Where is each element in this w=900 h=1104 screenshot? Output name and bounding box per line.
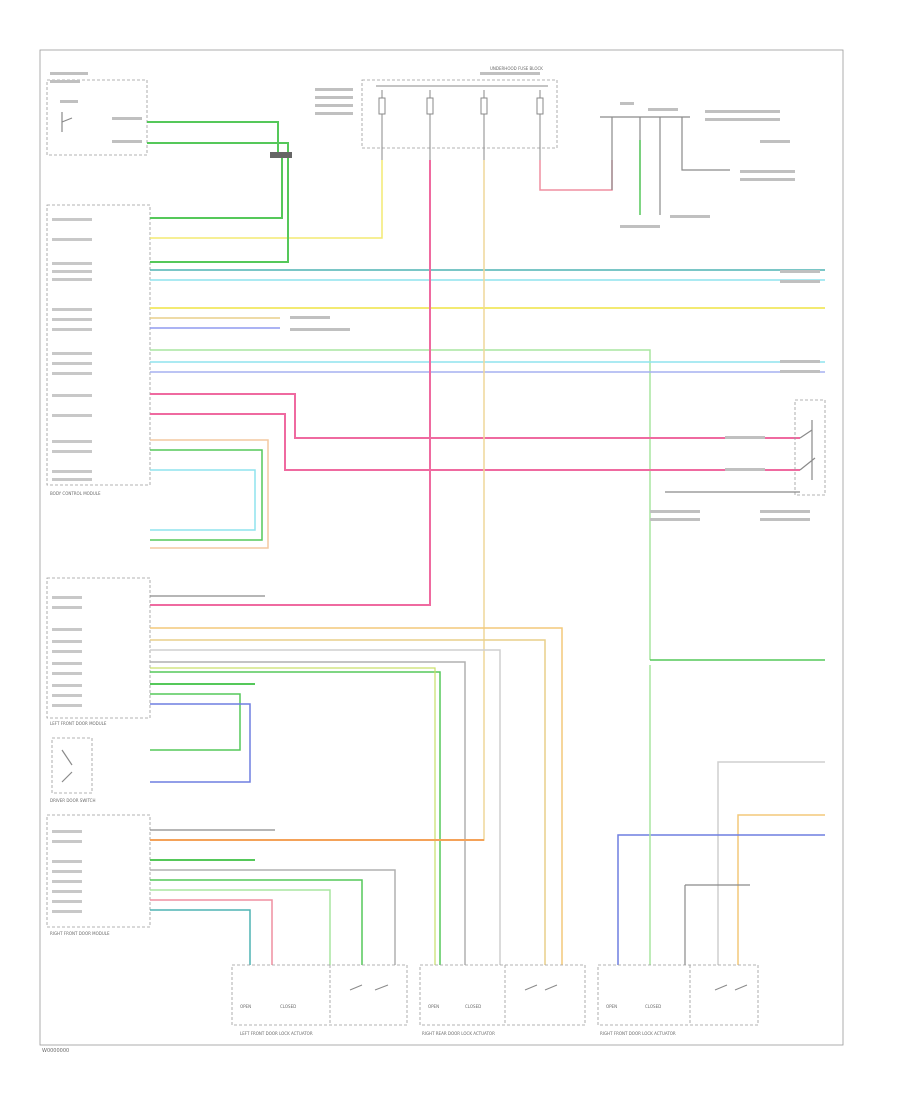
- wire-tan-br: [737, 814, 825, 965]
- wire-green-rf2: [150, 879, 363, 965]
- wire-tan-lf2: [150, 639, 546, 965]
- wire-blue-lf: [150, 703, 251, 783]
- bcm-caption: BODY CONTROL MODULE: [50, 491, 101, 496]
- wire-green-lf1: [150, 671, 441, 965]
- actuator-1-open: OPEN: [240, 1004, 251, 1009]
- top-left-labels: [50, 72, 142, 143]
- door-switch: [61, 749, 73, 783]
- actuator-3-outline: [597, 964, 759, 1026]
- wire-green-1: [150, 158, 283, 219]
- wire-green-3: [150, 449, 263, 541]
- right-switch: [799, 420, 816, 480]
- top-right-labels: [620, 102, 795, 228]
- actuator-2-outline: [419, 964, 586, 1026]
- lf-door-caption: LEFT FRONT DOOR MODULE: [50, 721, 107, 726]
- wire-pink-1: [150, 393, 800, 439]
- wire-green-tl1: [147, 121, 279, 155]
- bcm-pin-labels: [52, 218, 92, 481]
- bcm-outline: [46, 204, 151, 486]
- wire-lightgray-br: [717, 761, 825, 965]
- wire-yellow-1: [150, 160, 383, 239]
- lf-door-outline: [46, 577, 151, 719]
- actuator-switches: [349, 984, 748, 991]
- wire-lightgreen-1: [150, 349, 651, 660]
- actuator-2-open: OPEN: [428, 1004, 439, 1009]
- actuator-2-caption: RIGHT REAR DOOR LOCK ACTUATOR: [422, 1031, 495, 1036]
- fuse-block-outline: [361, 79, 558, 149]
- wire-orange-1: [150, 439, 269, 549]
- wire-pink-2: [150, 413, 800, 471]
- actuator-3-open: OPEN: [606, 1004, 617, 1009]
- right-labels-mid: [650, 270, 820, 521]
- wire-gray-lf2: [150, 661, 466, 965]
- wire-green-lf3: [150, 693, 241, 751]
- actuator-2-closed: CLOSED: [465, 1004, 481, 1009]
- wire-lightgreen-rf: [150, 889, 331, 965]
- wire-gray-br: [684, 884, 750, 965]
- actuator-3-caption: RIGHT FRONT DOOR LOCK ACTUATOR: [600, 1031, 676, 1036]
- connector-c1: [270, 152, 292, 158]
- wire-gray-rf2: [150, 869, 396, 965]
- right-switch-outline: [794, 399, 826, 496]
- wire-tan-lf1: [150, 627, 563, 965]
- wire-pink-rf: [150, 899, 273, 965]
- door-switch-outline: [51, 737, 93, 794]
- wire-pink-vertical: [150, 160, 431, 606]
- wire-teal-rf: [150, 909, 251, 965]
- wire-cyan-3: [150, 469, 256, 531]
- top-left-switch: [61, 112, 73, 132]
- wire-blue-br: [617, 834, 825, 965]
- splice-labels-1: [290, 316, 350, 331]
- wire-green-2: [150, 158, 289, 263]
- door-switch-caption: DRIVER DOOR SWITCH: [50, 798, 95, 803]
- wire-green-tl2: [147, 142, 289, 155]
- wire-ygreen-lf: [150, 667, 436, 965]
- actuator-1-closed: CLOSED: [280, 1004, 296, 1009]
- lf-door-labels: [52, 596, 82, 707]
- footer-code: W0000000: [42, 1048, 69, 1054]
- rf-door-caption: RIGHT FRONT DOOR MODULE: [50, 931, 110, 936]
- top-left-module: [46, 79, 148, 156]
- actuator-1-caption: LEFT FRONT DOOR LOCK ACTUATOR: [240, 1031, 313, 1036]
- diagram-frame: [39, 49, 844, 1046]
- rf-door-labels: [52, 830, 82, 913]
- wire-lightgray-lf: [150, 649, 501, 965]
- fuse-block-labels: [315, 72, 540, 115]
- actuator-3-closed: CLOSED: [645, 1004, 661, 1009]
- top-right-group: [600, 116, 730, 215]
- actuator-1-outline: [231, 964, 408, 1026]
- fuses: [376, 85, 548, 160]
- fuse-block-caption: UNDERHOOD FUSE BLOCK: [490, 66, 543, 71]
- wire-red-fuse: [539, 160, 613, 191]
- rf-door-outline: [46, 814, 151, 928]
